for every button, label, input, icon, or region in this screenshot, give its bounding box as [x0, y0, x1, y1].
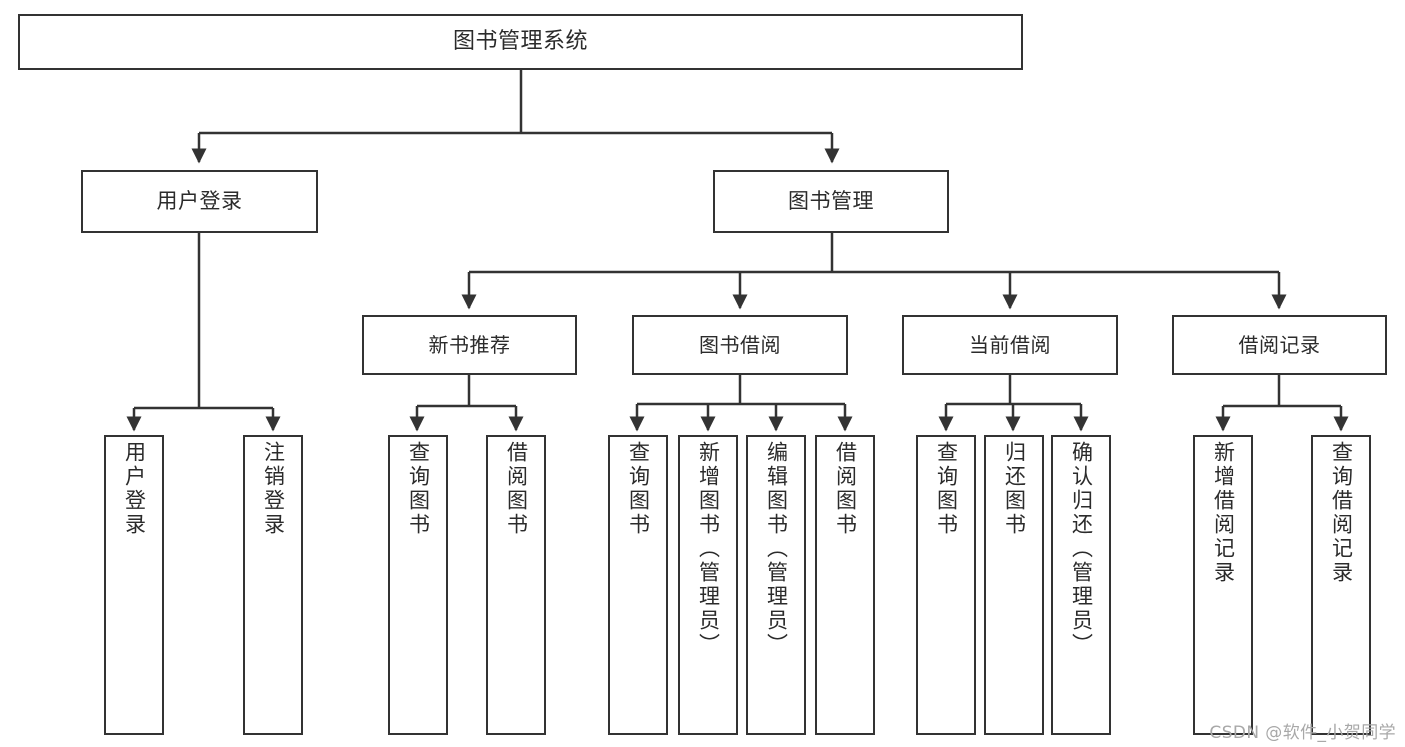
node-label: 图书管理 [788, 189, 874, 214]
node-label: 当前借阅 [969, 332, 1051, 357]
leaf-borrow-add-book[interactable]: 新增图书（管理员） [678, 435, 738, 735]
csdn-watermark: CSDN @软件_小贺同学 [1209, 723, 1396, 743]
node-label: 注销登录 [261, 441, 286, 537]
node-borrow-record[interactable]: 借阅记录 [1172, 315, 1387, 375]
leaf-recommend-borrow-book[interactable]: 借阅图书 [486, 435, 546, 735]
node-current-borrow[interactable]: 当前借阅 [902, 315, 1118, 375]
node-new-book-recommend[interactable]: 新书推荐 [362, 315, 577, 375]
node-label: 确认归还（管理员） [1069, 441, 1094, 657]
node-label: 查询图书 [934, 441, 959, 537]
node-label: 新增借阅记录 [1211, 441, 1236, 585]
leaf-current-confirm-return[interactable]: 确认归还（管理员） [1051, 435, 1111, 735]
node-label: 借阅图书 [504, 441, 529, 537]
node-label: 图书管理系统 [452, 29, 588, 55]
node-label: 借阅图书 [833, 441, 858, 537]
node-book-management[interactable]: 图书管理 [713, 170, 949, 233]
leaf-record-add-record[interactable]: 新增借阅记录 [1193, 435, 1253, 735]
node-label: 查询图书 [406, 441, 431, 537]
leaf-borrow-edit-book[interactable]: 编辑图书（管理员） [746, 435, 806, 735]
node-book-borrow[interactable]: 图书借阅 [632, 315, 848, 375]
node-label: 新书推荐 [428, 332, 511, 357]
node-label: 借阅记录 [1238, 332, 1321, 357]
leaf-current-query-book[interactable]: 查询图书 [916, 435, 976, 735]
node-label: 图书借阅 [699, 332, 781, 357]
leaf-borrow-query-book[interactable]: 查询图书 [608, 435, 668, 735]
node-label: 归还图书 [1002, 441, 1027, 537]
node-label: 用户登录 [122, 441, 147, 537]
leaf-record-query-record[interactable]: 查询借阅记录 [1311, 435, 1371, 735]
leaf-recommend-query-book[interactable]: 查询图书 [388, 435, 448, 735]
leaf-current-return-book[interactable]: 归还图书 [984, 435, 1044, 735]
node-user-login[interactable]: 用户登录 [81, 170, 318, 233]
node-label: 新增图书（管理员） [696, 441, 721, 657]
node-label: 编辑图书（管理员） [764, 441, 789, 657]
leaf-user-login[interactable]: 用户登录 [104, 435, 164, 735]
node-label: 查询图书 [626, 441, 651, 537]
leaf-borrow-borrow-book[interactable]: 借阅图书 [815, 435, 875, 735]
node-root-system[interactable]: 图书管理系统 [18, 14, 1023, 70]
node-label: 用户登录 [156, 189, 243, 214]
leaf-user-logout[interactable]: 注销登录 [243, 435, 303, 735]
node-label: 查询借阅记录 [1329, 441, 1354, 585]
